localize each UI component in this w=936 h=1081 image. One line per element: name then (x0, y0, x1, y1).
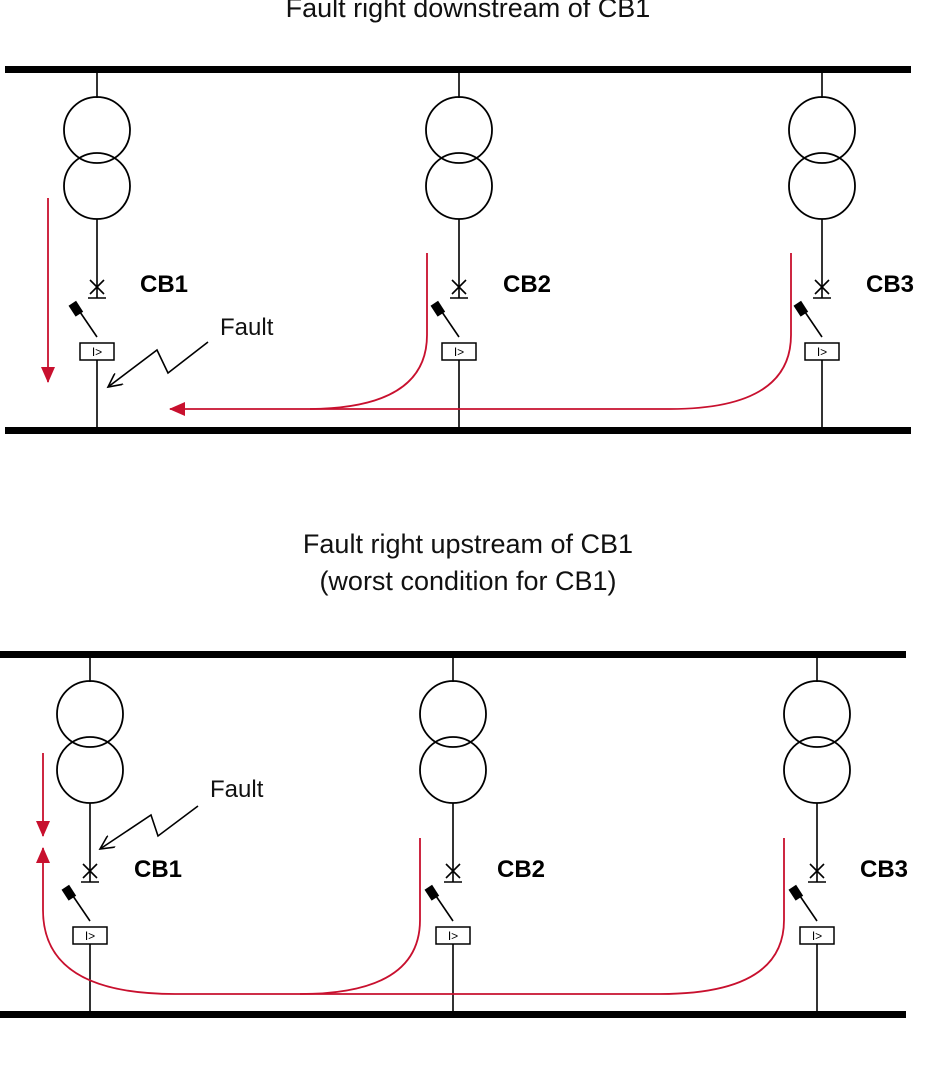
transformer-primary-winding-icon (783, 680, 851, 748)
circuit-breaker-switch-icon (424, 884, 454, 922)
fault-label: Fault (220, 314, 274, 341)
disconnector-icon (88, 279, 106, 299)
feeder-2: I> (425, 72, 493, 428)
overcurrent-relay: I> (435, 926, 471, 945)
circuit-breaker-switch-icon (61, 884, 91, 922)
breaker-label-cb3: CB3 (860, 856, 908, 883)
fault-lightning-arrow-icon (108, 341, 209, 387)
fault-current-path-feeder-2 (36, 838, 421, 995)
overcurrent-relay: I> (441, 342, 477, 361)
svg-text:I>: I> (812, 929, 822, 943)
svg-text:I>: I> (448, 929, 458, 943)
diagram-upstream: Fault right upstream of CB1 (worst condi… (0, 529, 908, 1018)
transformer-primary-winding-icon (788, 96, 856, 164)
diagram-title: Fault right downstream of CB1 (286, 0, 651, 23)
transformer-primary-winding-icon (56, 680, 124, 748)
circuit-breaker-switch-icon (68, 300, 98, 338)
breaker-label-cb2: CB2 (503, 271, 551, 298)
circuit-breaker-switch-icon (793, 300, 823, 338)
fault-label: Fault (210, 776, 264, 803)
disconnector-icon (450, 279, 468, 299)
svg-text:I>: I> (454, 345, 464, 359)
diagram-title-line-2: (worst condition for CB1) (319, 566, 616, 596)
feeder-2: I> (419, 656, 487, 1012)
overcurrent-relay: I> (79, 342, 115, 361)
feeder-3: I> (783, 656, 851, 1012)
feeder-1: I> (56, 656, 124, 1012)
svg-text:I>: I> (817, 345, 827, 359)
overcurrent-relay: I> (799, 926, 835, 945)
breaker-label-cb1: CB1 (134, 856, 182, 883)
fault-current-path-feeder-2 (169, 253, 428, 416)
transformer-primary-winding-icon (425, 96, 493, 164)
svg-text:I>: I> (85, 929, 95, 943)
feeder-3: I> (788, 72, 856, 428)
disconnector-icon (81, 863, 99, 883)
breaker-label-cb2: CB2 (497, 856, 545, 883)
overcurrent-relay: I> (72, 926, 108, 945)
fault-current-path-feeder-3 (310, 253, 792, 410)
fault-current-path-feeder-3 (300, 838, 785, 995)
diagram-downstream: Fault right downstream of CB1 I> (5, 0, 914, 434)
transformer-primary-winding-icon (419, 680, 487, 748)
disconnector-icon (808, 863, 826, 883)
fault-lightning-arrow-icon (100, 805, 199, 849)
circuit-breaker-switch-icon (788, 884, 818, 922)
breaker-label-cb3: CB3 (866, 271, 914, 298)
diagram-title-line-1: Fault right upstream of CB1 (303, 529, 633, 559)
disconnector-icon (444, 863, 462, 883)
transformer-primary-winding-icon (63, 96, 131, 164)
svg-text:I>: I> (92, 345, 102, 359)
breaker-label-cb1: CB1 (140, 271, 188, 298)
disconnector-icon (813, 279, 831, 299)
overcurrent-relay: I> (804, 342, 840, 361)
feeder-1: I> (63, 72, 131, 428)
circuit-breaker-switch-icon (430, 300, 460, 338)
